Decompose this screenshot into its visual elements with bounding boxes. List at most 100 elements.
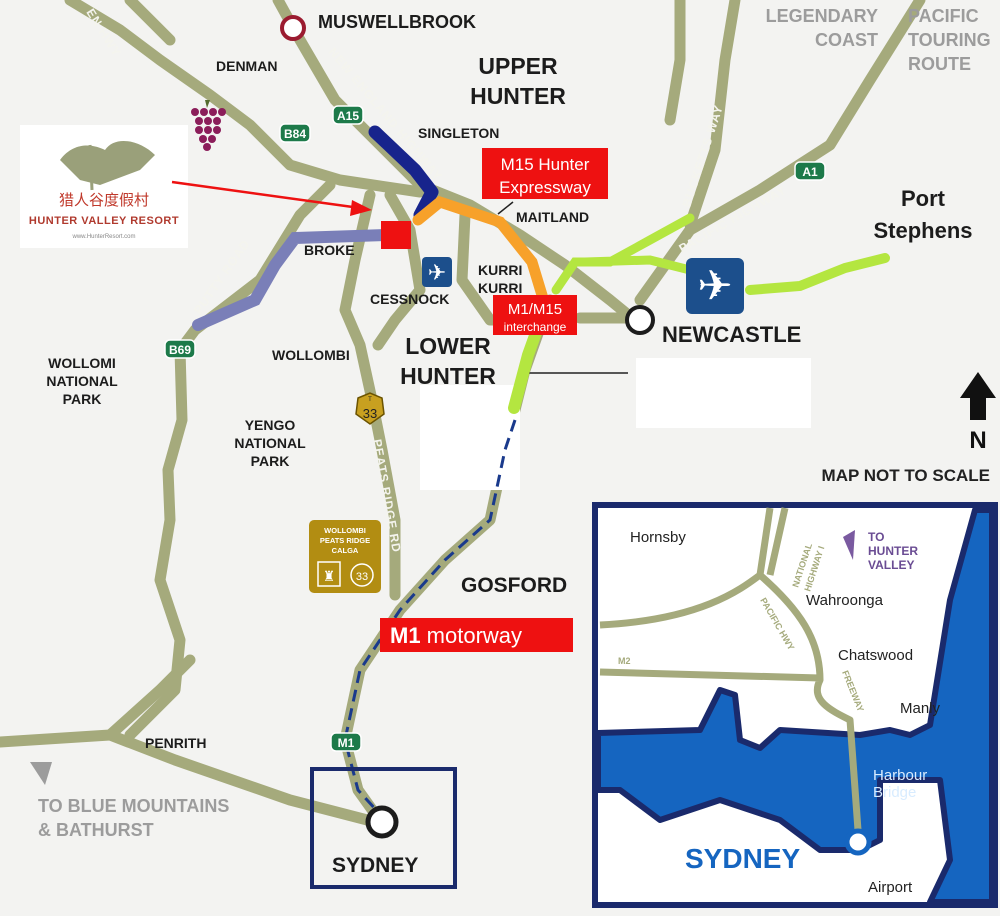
pacific-touring-route-label: ROUTE xyxy=(908,54,971,74)
new-england-highway xyxy=(272,0,638,324)
inset-label: Wahroonga xyxy=(806,592,884,609)
tourist-drive-sign: WOLLOMBI PEATS RIDGE CALGA ♜ 33 xyxy=(309,520,381,593)
shield-label: T xyxy=(368,397,372,403)
region-label: YENGO xyxy=(245,417,296,433)
north-label: N xyxy=(969,427,986,454)
grapes-icon xyxy=(191,100,226,151)
town-label: BROKE xyxy=(304,242,355,258)
vineyard-logo-icon xyxy=(60,140,155,185)
hunter-valley-resort-logo[interactable]: 猎人谷度假村 HUNTER VALLEY RESORT www.HunterRe… xyxy=(20,125,188,248)
cessnock-road xyxy=(372,189,426,351)
svg-text:✈: ✈ xyxy=(428,260,446,285)
blank-patch xyxy=(420,385,520,490)
region-label: HUNTER xyxy=(400,363,496,389)
callout-arrow xyxy=(497,201,514,215)
sign-text: CALGA xyxy=(332,546,359,555)
inset-label: Hornsby xyxy=(630,529,686,546)
inset-label: TO xyxy=(868,530,884,544)
town-label: SINGLETON xyxy=(418,125,499,141)
shield-label: B84 xyxy=(284,127,306,141)
newcastle-airport-icon: ✈ xyxy=(686,258,744,314)
blue-mountains-label: TO BLUE MOUNTAINS xyxy=(38,796,229,816)
scale-note: MAP NOT TO SCALE xyxy=(822,466,990,485)
broke-wollombi-road xyxy=(339,189,401,601)
region-label: WOLLOMI xyxy=(48,355,116,371)
pacific-touring-route-label: TOURING xyxy=(908,30,991,50)
region-label: PARK xyxy=(251,453,290,469)
region-label: NATIONAL xyxy=(234,435,306,451)
shield-a1: A1 xyxy=(794,161,826,181)
sydney-box xyxy=(310,767,457,889)
to-hunter-arrow-icon xyxy=(843,530,855,560)
logo-chinese-name: 猎人谷度假村 xyxy=(59,192,149,209)
town-label: CESSNOCK xyxy=(370,291,449,307)
town-label: MAITLAND xyxy=(516,209,589,225)
callout-text: M15 Hunter xyxy=(501,155,590,174)
interchange-callout: M1/M15 interchange xyxy=(493,295,577,335)
penrith-road xyxy=(0,729,381,828)
region-label: Port xyxy=(901,186,946,211)
bucketts-way xyxy=(684,0,741,231)
direction-arrow-icon xyxy=(30,762,52,785)
town-label: GOSFORD xyxy=(461,574,567,597)
cessnock-airport-icon: ✈ xyxy=(422,257,452,287)
town-label: WOLLOMBI xyxy=(272,347,350,363)
shield-label: M1 xyxy=(338,736,355,750)
shield-b84: B84 xyxy=(279,123,311,143)
callout-text: Expressway xyxy=(499,178,591,197)
shield-a15: A15 xyxy=(332,105,364,125)
castle-icon: ♜ xyxy=(323,568,336,584)
shield-label: 33 xyxy=(363,406,377,421)
town-label: KURRI xyxy=(478,280,522,296)
resort-location-marker[interactable] xyxy=(381,221,411,249)
resort-pointer-arrow xyxy=(171,180,372,216)
blank-patch xyxy=(636,358,811,428)
shield-t33: T 33 xyxy=(355,392,385,425)
coast-road xyxy=(664,0,686,126)
town-label: MUSWELLBROOK xyxy=(318,12,476,32)
inset-road-label: M2 xyxy=(618,656,631,666)
route-green-newcastle xyxy=(551,213,695,295)
inset-label: HUNTER xyxy=(868,544,918,558)
inset-label: Bridge xyxy=(873,784,916,801)
inset-label: Chatswood xyxy=(838,647,913,664)
town-label: DENMAN xyxy=(216,58,277,74)
logo-url: www.HunterResort.com xyxy=(71,234,135,240)
shield-m1: M1 xyxy=(330,732,362,752)
sign-text: PEATS RIDGE xyxy=(320,536,370,545)
callout-text: M1 xyxy=(390,623,421,648)
region-label: HUNTER xyxy=(470,83,566,109)
penrith-north-road xyxy=(104,654,196,741)
region-label: UPPER xyxy=(478,53,558,79)
route-blue-singleton xyxy=(368,125,439,222)
region-label: LOWER xyxy=(405,333,491,359)
shield-b69: B69 xyxy=(164,339,196,359)
town-label: SYDNEY xyxy=(332,854,418,877)
sydney-marker xyxy=(365,805,399,839)
shield-label: B69 xyxy=(169,343,191,357)
region-label: Stephens xyxy=(873,218,972,243)
harbour-water xyxy=(595,507,995,905)
shield-label: A15 xyxy=(337,109,359,123)
route-orange-m15 xyxy=(412,195,551,311)
castle-icon xyxy=(317,561,341,587)
distance-label: 100kms xyxy=(500,447,516,485)
m1-dashed-line xyxy=(343,419,517,814)
town-label: PENRITH xyxy=(145,735,206,751)
region-label: PARK xyxy=(63,391,102,407)
sign-text: WOLLOMBI xyxy=(324,526,366,535)
shield-label: A1 xyxy=(802,165,818,179)
inset-label: Harbour xyxy=(873,767,927,784)
callout-text: M1/M15 xyxy=(508,301,562,318)
callout-text: interchange xyxy=(504,320,567,334)
region-label: NATIONAL xyxy=(46,373,118,389)
sign-text: 33 xyxy=(356,571,368,583)
svg-text:✈: ✈ xyxy=(697,262,732,309)
town-label: NEWCASTLE xyxy=(662,322,801,347)
newcastle-marker xyxy=(625,305,655,335)
m15-callout: M15 Hunter Expressway xyxy=(482,148,608,215)
m1-motorway-callout: M1 motorway xyxy=(380,618,573,652)
inset-sydney-label: SYDNEY xyxy=(685,843,800,874)
